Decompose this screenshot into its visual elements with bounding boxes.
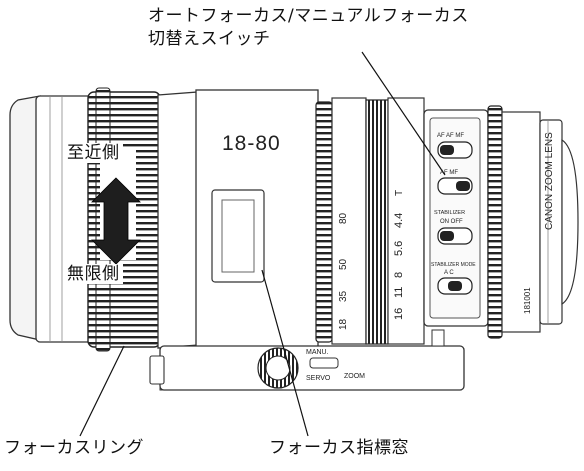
label-near-side: 至近側	[64, 143, 123, 163]
rear-barrel	[488, 106, 578, 338]
focal-mark-80: 80	[338, 212, 349, 224]
zoom-range-mark: 18-80	[222, 132, 281, 155]
aperture-mark-11: 11	[393, 287, 405, 298]
label-af-mf-switch-line2: 切替えスイッチ	[148, 29, 271, 49]
servo-label-zoom: ZOOM	[344, 373, 365, 380]
aperture-mark-8: 8	[393, 272, 405, 278]
aperture-mark-4-4: 4.4	[393, 213, 405, 228]
panel-stabilizer-mode: STABILIZER MODE	[431, 262, 476, 268]
label-af-mf-switch-line1: オートフォーカス/マニュアルフォーカス	[148, 6, 469, 26]
servo-label-manual: MANU.	[306, 349, 329, 356]
focal-mark-t: T	[394, 190, 405, 196]
aperture-mark-5-6: 5.6	[393, 241, 405, 256]
panel-af-mf-top: AF AF MF	[437, 133, 464, 139]
panel-af-mf: AF MF	[440, 170, 458, 176]
leader-focus-ring	[80, 346, 124, 436]
label-infinity-side: 無限側	[64, 264, 123, 284]
manual-servo-switch[interactable]	[310, 358, 338, 368]
focal-mark-35: 35	[338, 290, 349, 302]
label-focus-ring: フォーカスリング	[4, 438, 144, 458]
serial-mark: 181001	[523, 287, 532, 314]
label-focus-index-window: フォーカス指標窓	[269, 438, 409, 458]
aperture-mark-16: 16	[393, 308, 405, 320]
front-barrel	[10, 96, 92, 342]
panel-stabilizer-on-off: ON OFF	[440, 219, 463, 225]
brand-mark: CANON ZOOM LENS	[544, 132, 555, 230]
lens-body	[158, 90, 318, 352]
servo-label-servo: SERVO	[306, 375, 331, 382]
switch-panel	[424, 110, 488, 326]
focal-mark-18: 18	[338, 318, 349, 330]
panel-stabilizer: STABILIZER	[434, 210, 465, 216]
panel-mode-values: A C	[444, 270, 454, 276]
focal-mark-50: 50	[338, 258, 349, 270]
